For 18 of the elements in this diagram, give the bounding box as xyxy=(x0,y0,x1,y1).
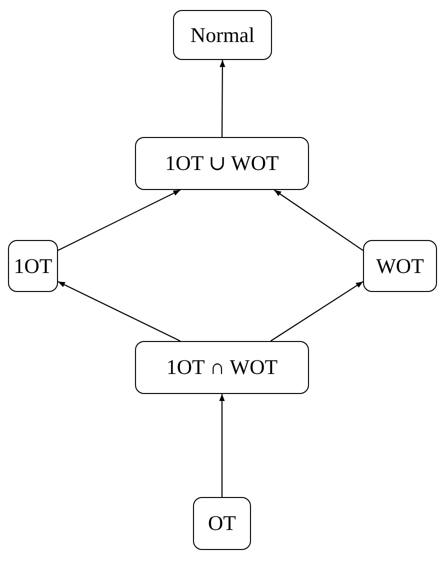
arrow xyxy=(270,281,364,342)
state-box xyxy=(173,10,272,60)
state-label: 1OT ∪ WOT xyxy=(165,151,279,176)
arrow xyxy=(58,281,180,342)
arrow xyxy=(220,60,226,137)
arrow xyxy=(219,394,225,497)
state-box xyxy=(135,341,309,394)
arrow xyxy=(274,190,364,251)
arrow xyxy=(58,190,180,251)
state-box xyxy=(135,137,309,190)
state-label: 1OT ∩ WOT xyxy=(166,355,278,380)
state-label: 1OT xyxy=(14,254,52,278)
state-label: Normal xyxy=(190,22,255,48)
state-box xyxy=(8,240,58,292)
state-label: WOT xyxy=(376,254,424,278)
state-box xyxy=(193,497,251,550)
state-label: OT xyxy=(208,511,236,536)
state-box xyxy=(363,240,437,292)
